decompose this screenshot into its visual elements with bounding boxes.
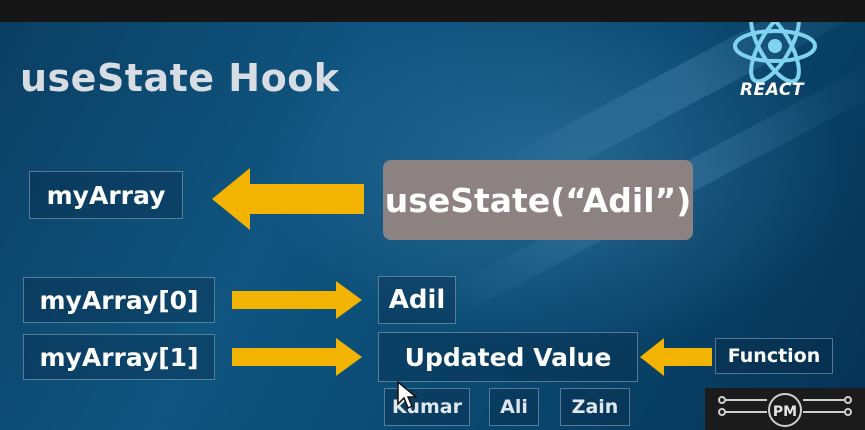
function-box: Function bbox=[715, 338, 833, 374]
pm-logo: PM bbox=[705, 388, 865, 430]
option-label: Ali bbox=[500, 396, 528, 418]
usestate-call-label: useState(“Adil”) bbox=[384, 180, 692, 220]
react-atom-icon bbox=[733, 22, 817, 84]
my-array-box: myArray bbox=[29, 171, 183, 219]
option-box: Ali bbox=[489, 388, 539, 426]
left-arrow bbox=[212, 168, 364, 230]
top-bar bbox=[0, 0, 865, 22]
array-index-0-box: myArray[0] bbox=[23, 277, 215, 323]
updated-value-box: Updated Value bbox=[378, 332, 638, 382]
slide: useState Hook REACT myArray useState(“Ad… bbox=[0, 22, 865, 430]
updated-value-label: Updated Value bbox=[404, 342, 612, 372]
option-box: Zain bbox=[560, 388, 630, 426]
array-index-0-label: myArray[0] bbox=[39, 285, 199, 315]
value-adil-box: Adil bbox=[378, 276, 456, 324]
svg-text:PM: PM bbox=[773, 404, 797, 420]
slide-title: useState Hook bbox=[20, 56, 340, 100]
function-label: Function bbox=[727, 345, 821, 367]
mouse-cursor-icon bbox=[397, 380, 418, 410]
array-index-1-box: myArray[1] bbox=[23, 334, 215, 380]
usestate-call-box: useState(“Adil”) bbox=[383, 160, 693, 240]
value-adil-label: Adil bbox=[388, 285, 446, 315]
right-arrow bbox=[232, 281, 362, 319]
option-label: Zain bbox=[571, 396, 619, 418]
left-arrow-small bbox=[640, 338, 712, 376]
react-label: REACT bbox=[740, 80, 804, 100]
option-box: Kumar bbox=[384, 388, 470, 426]
array-index-1-label: myArray[1] bbox=[39, 342, 199, 372]
my-array-label: myArray bbox=[46, 180, 166, 210]
right-arrow bbox=[232, 338, 362, 376]
